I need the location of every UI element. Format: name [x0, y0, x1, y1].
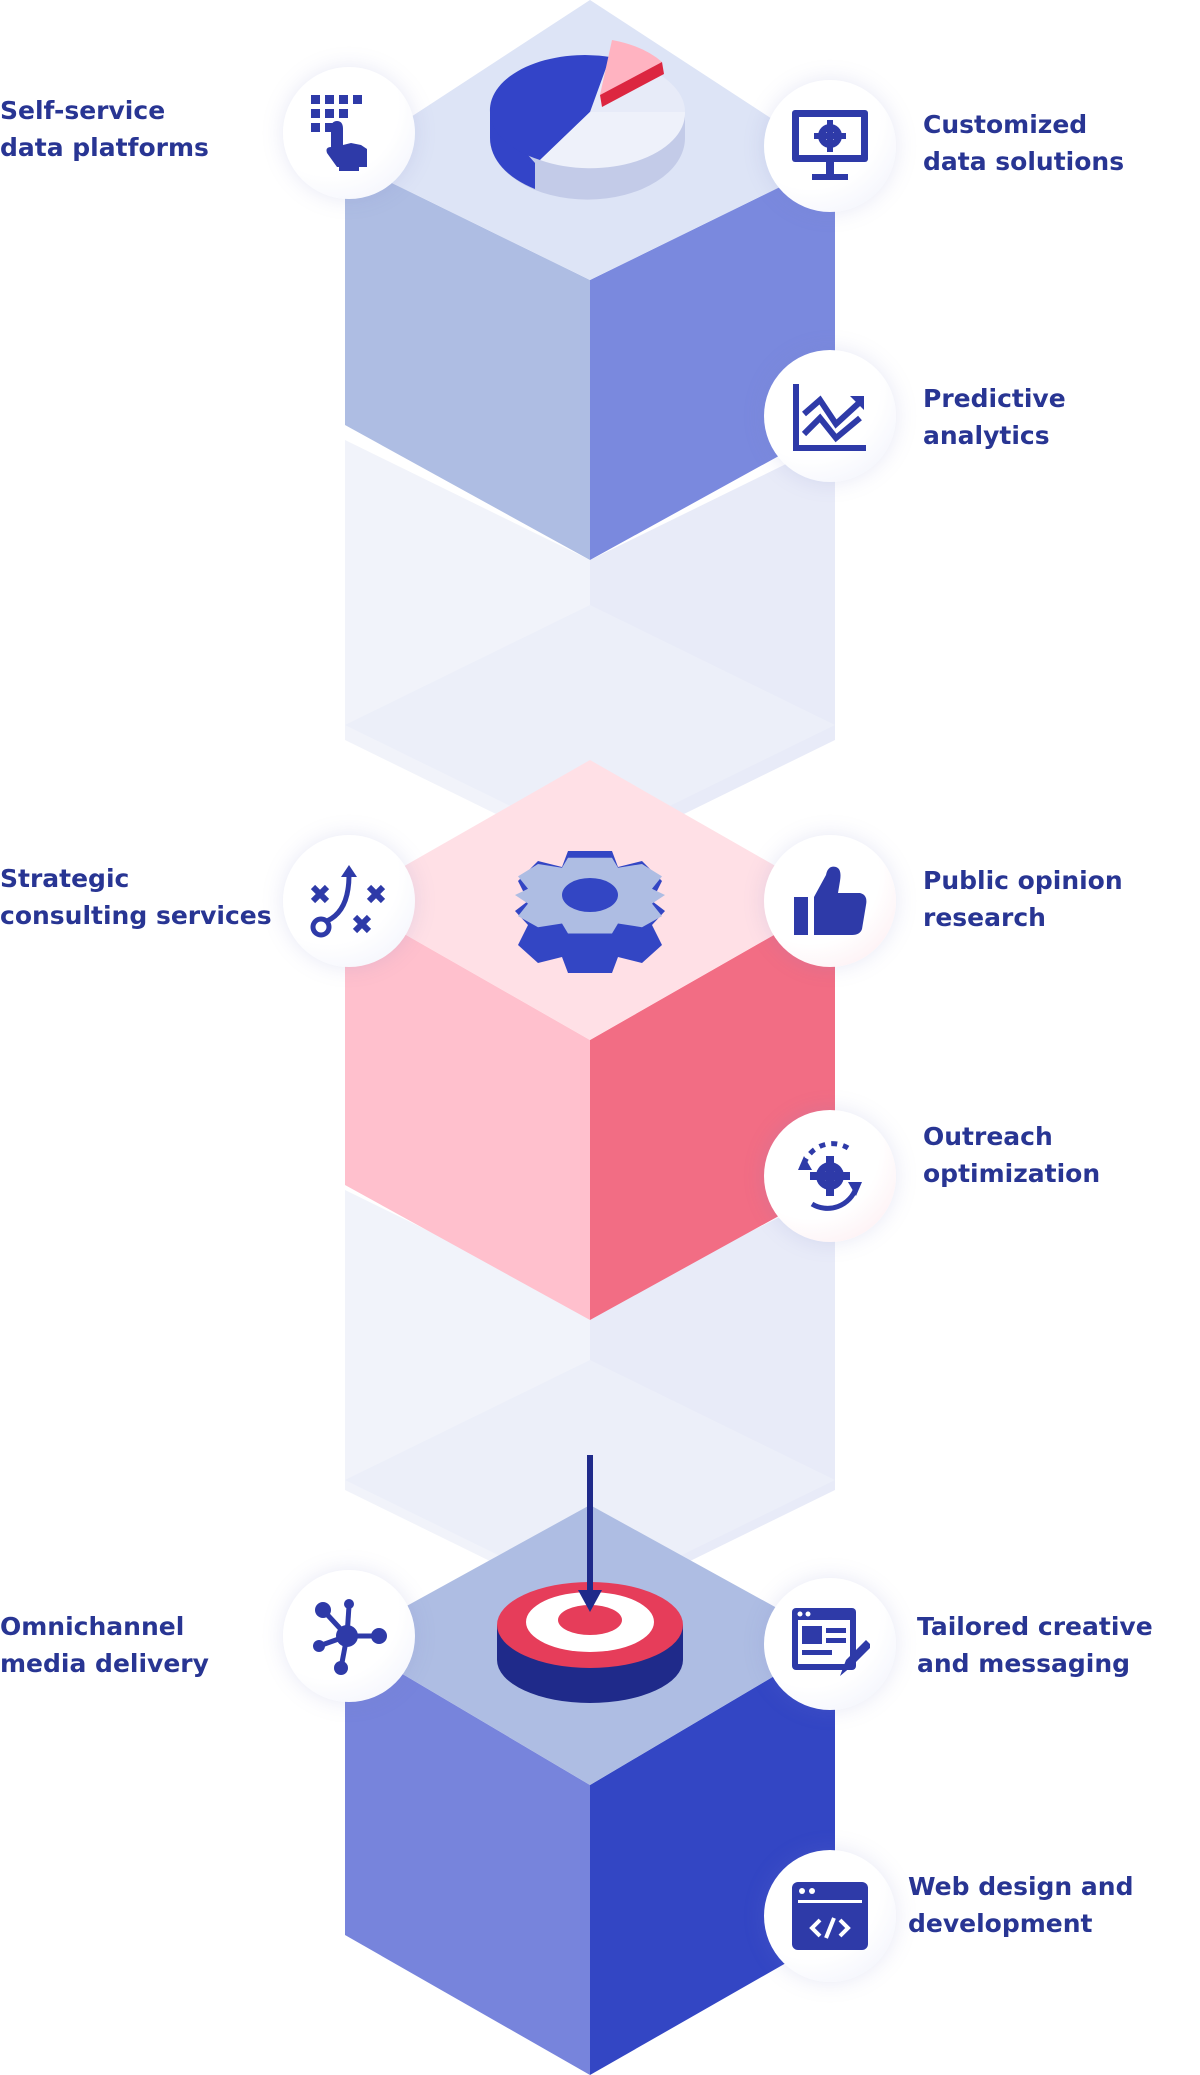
badge-tailored — [764, 1578, 896, 1710]
badge-web-design — [764, 1850, 896, 1982]
gear-icon — [515, 851, 665, 973]
pie-chart-icon — [489, 40, 686, 200]
target-icon — [497, 1455, 683, 1703]
badge-predictive — [764, 350, 896, 482]
label-tailored: Tailored creative and messaging — [917, 1612, 1153, 1678]
middle-cube — [345, 760, 835, 1320]
cycle-gear-icon — [798, 1141, 862, 1211]
label-outreach: Outreach optimization — [923, 1122, 1101, 1188]
badge-omnichannel — [283, 1570, 415, 1702]
badge-strategic — [283, 835, 415, 967]
label-predictive: Predictive analytics — [923, 384, 1066, 450]
edit-document-icon — [792, 1608, 870, 1676]
badge-self-service — [283, 67, 415, 199]
label-omnichannel: Omnichannel media delivery — [0, 1612, 209, 1678]
badge-public-opinion — [764, 835, 896, 967]
label-web-design: Web design and development — [908, 1872, 1134, 1938]
code-window-icon — [792, 1882, 868, 1950]
thumbs-up-icon — [794, 866, 867, 935]
touch-grid-icon — [311, 95, 367, 171]
badge-customized — [764, 80, 896, 212]
label-self-service: Self-service data platforms — [0, 96, 209, 162]
spacer-segment-upper — [345, 440, 835, 860]
network-nodes-icon — [313, 1599, 387, 1675]
monitor-gear-icon — [792, 110, 868, 180]
label-strategic: Strategic consulting services — [0, 864, 272, 930]
badge-outreach — [764, 1110, 896, 1242]
label-customized: Customized data solutions — [923, 110, 1125, 176]
strategy-play-icon — [310, 865, 386, 938]
bottom-cube — [345, 1505, 835, 2075]
label-public-opinion: Public opinion research — [923, 866, 1123, 932]
line-chart-icon — [793, 384, 866, 451]
